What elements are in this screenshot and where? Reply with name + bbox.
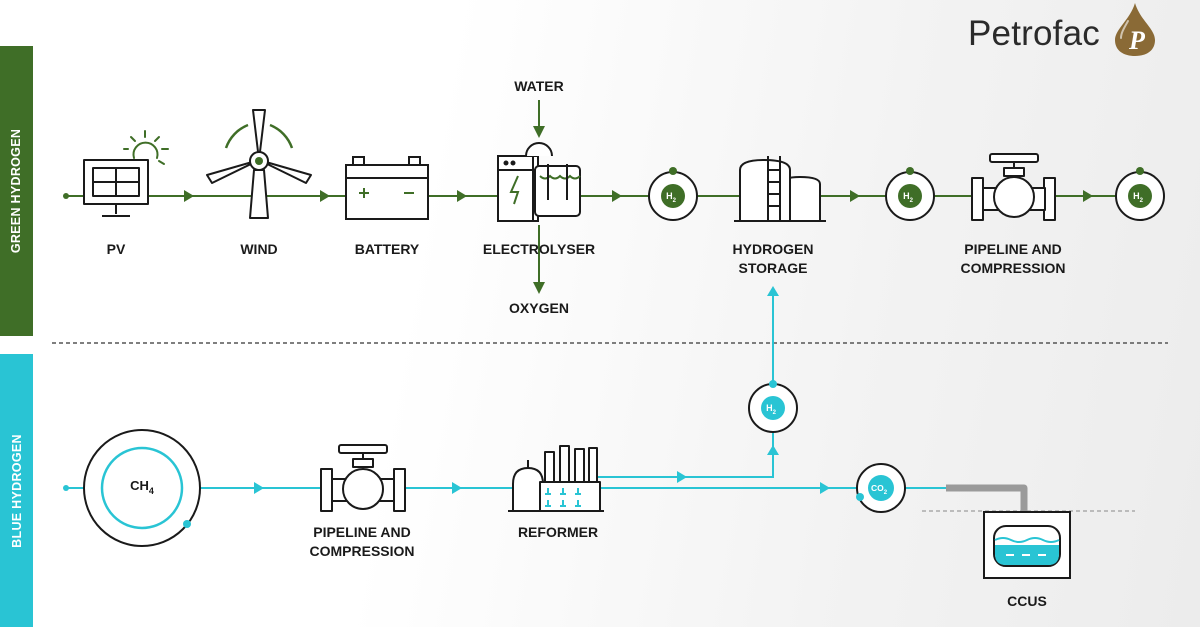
blue-hydrogen-band: BLUE HYDROGEN [0, 354, 33, 627]
h2-badge-blue-text: H2 [766, 403, 777, 416]
label-ccus: CCUS [1007, 593, 1047, 609]
h2-badge-2: H2 [885, 167, 935, 221]
label-electrolyser: ELECTROLYSER [482, 241, 596, 257]
label-battery: BATTERY [354, 241, 420, 257]
h2-badge-1: H2 [648, 167, 698, 221]
sun-icon [123, 130, 169, 165]
battery-icon [345, 156, 429, 220]
ccus-tank-icon [922, 484, 1135, 579]
blue-flow-line [63, 286, 946, 494]
green-hydrogen-band: GREEN HYDROGEN [0, 46, 33, 336]
methane-source-icon: CH4 [83, 429, 201, 547]
label-water: WATER [514, 78, 564, 94]
petrofac-logo-icon: P [1115, 3, 1155, 56]
h2-badge-1-text: H2 [666, 191, 677, 204]
green-flow-line [63, 100, 1120, 294]
brand-name: Petrofac [968, 14, 1100, 53]
h2-badge-3: H2 [1115, 167, 1165, 221]
solar-panel-icon [83, 159, 149, 217]
label-reformer: REFORMER [517, 524, 599, 540]
label-pv: PV [106, 241, 126, 257]
h2-badge-2-text: H2 [903, 191, 914, 204]
electrolyser-icon [497, 142, 581, 222]
methane-label: CH4 [130, 478, 154, 496]
pipeline-valve-icon [971, 153, 1056, 221]
co2-badge-text: CO2 [871, 483, 888, 496]
label-oxygen: OXYGEN [509, 300, 569, 316]
logo-letter: P [1128, 26, 1146, 55]
h2-badge-3-text: H2 [1133, 191, 1144, 204]
label-pipeline-compression-blue: PIPELINE AND COMPRESSION [309, 524, 415, 559]
label-hydrogen-storage: HYDROGEN STORAGE [732, 241, 814, 276]
storage-tank-icon [734, 156, 826, 222]
label-pipeline-compression-green: PIPELINE AND COMPRESSION [960, 241, 1066, 276]
co2-badge: CO2 [856, 463, 906, 513]
label-wind: WIND [240, 241, 278, 257]
pipeline-valve-icon [320, 444, 406, 512]
reformer-plant-icon [508, 445, 604, 512]
wind-turbine-icon [206, 109, 312, 219]
h2-badge-blue: H2 [748, 380, 798, 433]
